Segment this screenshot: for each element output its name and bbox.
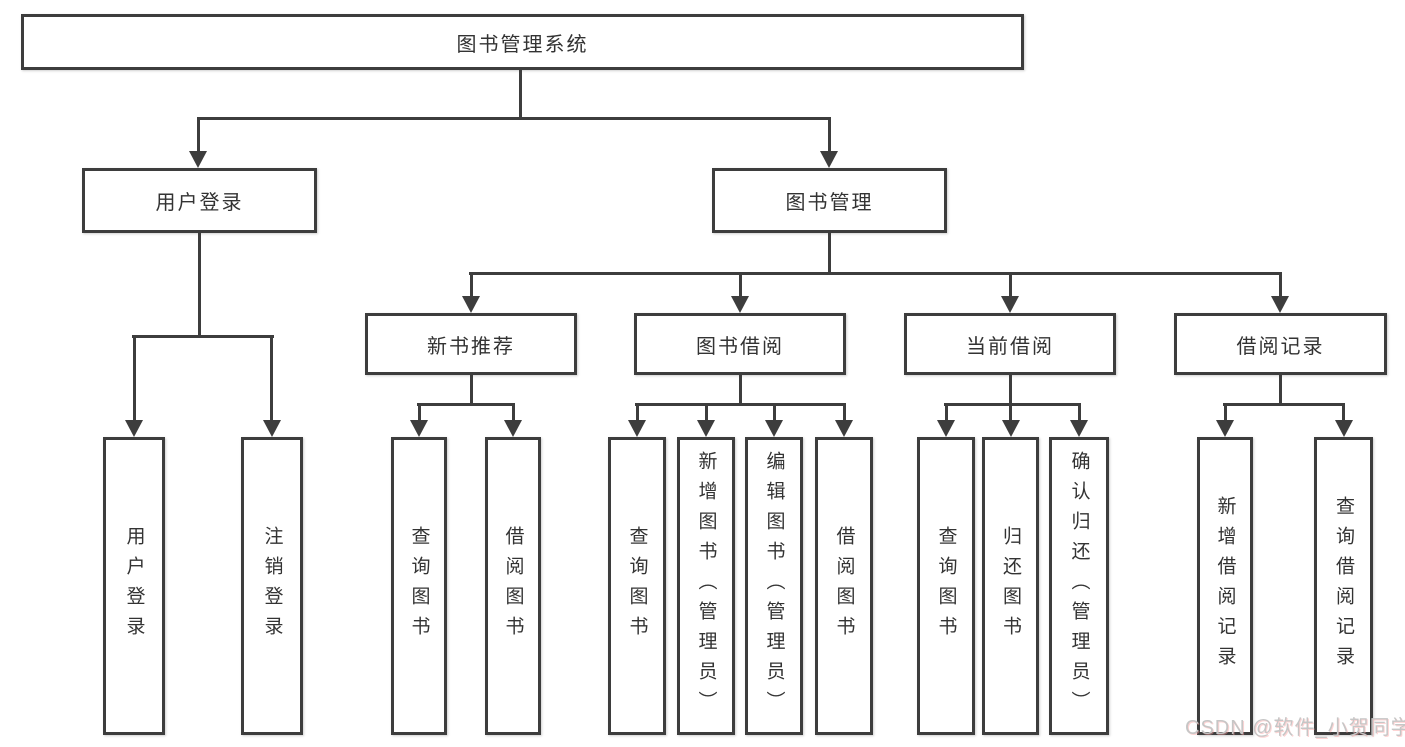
connector-to-new-book (470, 272, 473, 299)
connector-book-management-trunk (828, 233, 831, 275)
connector-to-book-management (828, 117, 831, 153)
connector-borrowing-trunk (739, 375, 742, 406)
node-book-management: 图书管理 (712, 168, 947, 233)
arrowhead-cb-leaf2 (1002, 420, 1020, 437)
node-book-borrowing: 图书借阅 (634, 313, 846, 375)
leaf-query-book-newbook: 查询图书 (391, 437, 447, 735)
node-root-library-system: 图书管理系统 (21, 14, 1024, 70)
leaf-borrow-book-newbook: 借阅图书 (485, 437, 541, 735)
arrowhead-nb-leaf2 (504, 420, 522, 437)
arrowhead-to-borrow-record (1271, 296, 1289, 313)
connector-nb-leaf1 (418, 403, 421, 423)
leaf-add-borrow-record: 新增借阅记录 (1197, 437, 1253, 735)
connector-cb-leaf3 (1078, 403, 1081, 423)
connector-cb-leaf1 (945, 403, 948, 423)
arrowhead-bb-leaf4 (835, 420, 853, 437)
leaf-query-book-current: 查询图书 (917, 437, 975, 735)
node-current-borrowing: 当前借阅 (904, 313, 1116, 375)
arrowhead-br-leaf2 (1335, 420, 1353, 437)
connector-br-leaf2 (1342, 403, 1345, 423)
connector-new-book-trunk (470, 375, 473, 406)
arrowhead-cb-leaf3 (1070, 420, 1088, 437)
connector-cb-leaf2 (1009, 403, 1012, 423)
connector-to-book-borrow (739, 272, 742, 299)
leaf-user-login: 用户登录 (103, 437, 165, 735)
connector-record-trunk (1279, 375, 1282, 406)
arrowhead-to-book-management (820, 151, 838, 168)
csdn-watermark: CSDN @软件_小贺同学 (1185, 717, 1405, 739)
connector-to-borrow-record (1279, 272, 1282, 299)
leaf-query-book-borrowing: 查询图书 (608, 437, 666, 735)
arrowhead-cb-leaf1 (937, 420, 955, 437)
arrowhead-bb-leaf2 (697, 420, 715, 437)
connector-bb-leaf4 (843, 403, 846, 423)
arrowhead-nb-leaf1 (410, 420, 428, 437)
node-new-book-recommend: 新书推荐 (365, 313, 577, 375)
connector-user-login-trunk (198, 233, 201, 337)
connector-to-user-login (197, 117, 200, 153)
connector-borrowing-rail (635, 403, 846, 406)
connector-level1-rail (197, 117, 831, 120)
arrowhead-bb-leaf3 (765, 420, 783, 437)
arrowhead-to-leaf-logout (263, 420, 281, 437)
node-user-login: 用户登录 (82, 168, 317, 233)
connector-nb-leaf2 (512, 403, 515, 423)
connector-to-leaf-user-login (133, 335, 136, 422)
connector-level2-rail (469, 272, 1282, 275)
leaf-add-book-admin: 新增图书（管理员） (677, 437, 735, 735)
connector-current-trunk (1009, 375, 1012, 406)
connector-user-login-rail (132, 335, 274, 338)
connector-br-leaf1 (1224, 403, 1227, 423)
leaf-borrow-book-borrowing: 借阅图书 (815, 437, 873, 735)
node-borrow-records: 借阅记录 (1174, 313, 1387, 375)
leaf-return-book: 归还图书 (982, 437, 1039, 735)
connector-root-trunk (519, 70, 522, 119)
arrowhead-bb-leaf1 (628, 420, 646, 437)
connector-to-leaf-logout (270, 335, 273, 422)
connector-bb-leaf1 (636, 403, 639, 423)
arrowhead-to-new-book (462, 296, 480, 313)
arrowhead-to-leaf-user-login (125, 420, 143, 437)
leaf-confirm-return-admin: 确认归还（管理员） (1049, 437, 1109, 735)
leaf-query-borrow-record: 查询借阅记录 (1314, 437, 1373, 735)
leaf-logout-login: 注销登录 (241, 437, 303, 735)
arrowhead-to-book-borrow (731, 296, 749, 313)
arrowhead-to-user-login (189, 151, 207, 168)
connector-to-current-borrow (1009, 272, 1012, 299)
connector-bb-leaf2 (705, 403, 708, 423)
connector-record-rail (1223, 403, 1345, 406)
connector-bb-leaf3 (773, 403, 776, 423)
arrowhead-br-leaf1 (1216, 420, 1234, 437)
leaf-edit-book-admin: 编辑图书（管理员） (745, 437, 803, 735)
arrowhead-to-current-borrow (1001, 296, 1019, 313)
connector-new-book-rail (417, 403, 515, 406)
connector-current-rail (944, 403, 1081, 406)
